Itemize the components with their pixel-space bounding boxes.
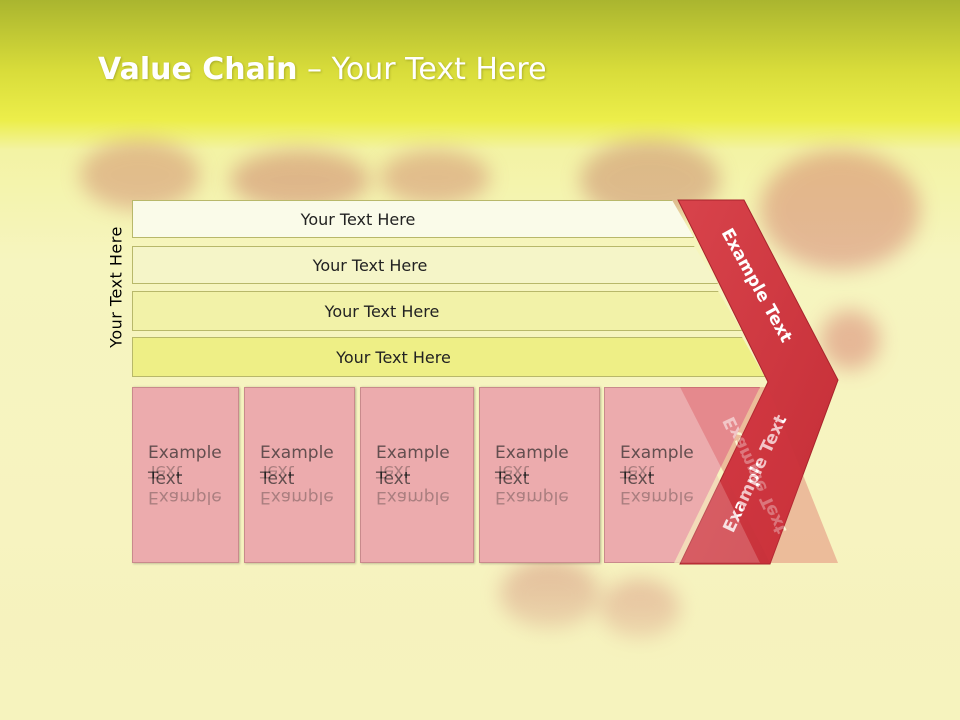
reflection: Example Text Example Text Example Text E… [0, 387, 960, 720]
reflection-fade [0, 563, 960, 720]
support-bar-2-label: Your Text Here [312, 255, 428, 275]
slide-title: Value Chain – Your Text Here [98, 52, 547, 87]
activity-block-1-label: Example Text [148, 443, 222, 489]
support-bar-3: Your Text Here [132, 291, 742, 331]
activity-block-3: Example Text [360, 387, 474, 563]
activity-block-2-label: Example Text [260, 443, 334, 489]
support-bar-4-label: Your Text Here [336, 347, 451, 367]
background-cherry [760, 150, 920, 270]
background-cherry [820, 310, 880, 370]
support-bar-4: Your Text Here [132, 337, 765, 377]
activity-block-4-label: Example Text [495, 443, 569, 489]
support-bar-1-label: Your Text Here [300, 209, 416, 229]
activity-block-5-label: Example Text [620, 443, 694, 489]
title-rest: – Your Text Here [297, 52, 547, 87]
activity-block-1: Example Text [132, 387, 239, 563]
background-cherry [500, 560, 600, 630]
background-cherry [600, 580, 680, 640]
activity-block-3-label: Example Text [376, 443, 450, 489]
activity-block-2: Example Text [244, 387, 355, 563]
activity-block-5: Example Text [604, 387, 760, 563]
title-bold: Value Chain [98, 52, 298, 87]
activity-block-4: Example Text [479, 387, 600, 563]
support-bar-1: Your Text Here [132, 200, 694, 238]
background-cherry [80, 140, 200, 210]
support-bar-3-label: Your Text Here [324, 301, 440, 321]
side-label: Your Text Here [106, 226, 126, 348]
background-cherry [380, 150, 490, 205]
support-bar-2: Your Text Here [132, 246, 718, 284]
